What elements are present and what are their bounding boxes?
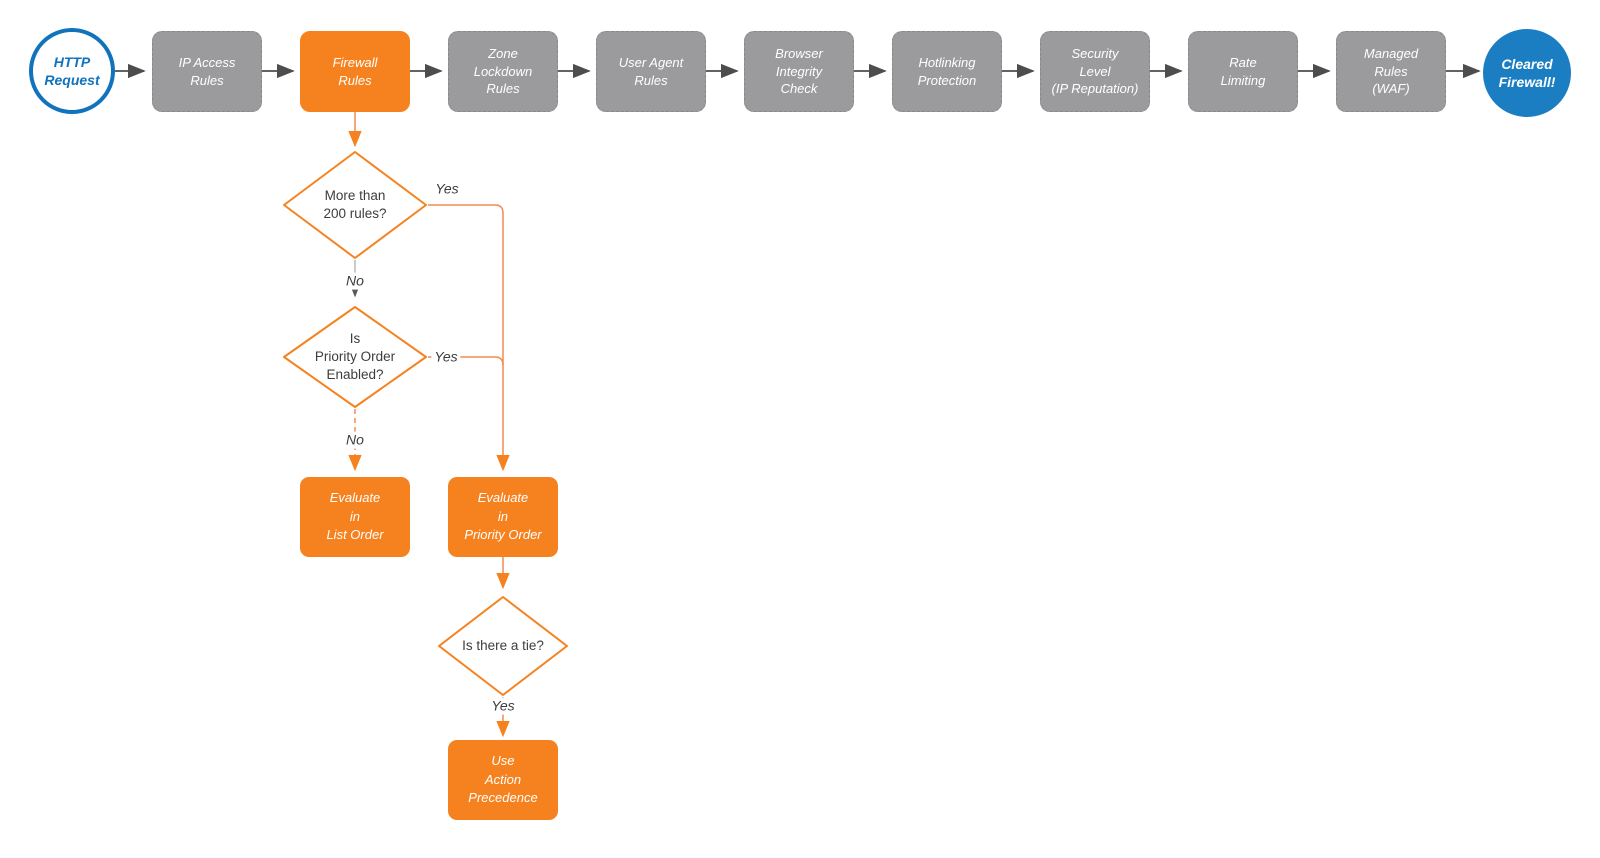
node-zone-lockdown-rules-label: Zone Lockdown Rules xyxy=(473,46,533,97)
edge-label-d1-no: No xyxy=(343,272,367,290)
node-managed-rules-waf: Managed Rules (WAF) xyxy=(1336,31,1446,112)
node-http-request-label: HTTP Request xyxy=(44,53,100,88)
action-use-action-precedence-label: Use Action Precedence xyxy=(468,752,538,806)
node-browser-integrity-check: Browser Integrity Check xyxy=(744,31,854,112)
node-security-level: Security Level (IP Reputation) xyxy=(1040,31,1150,112)
node-hotlinking-protection: Hotlinking Protection xyxy=(892,31,1002,112)
node-cleared-firewall: Cleared Firewall! xyxy=(1483,29,1571,117)
node-ip-access-rules-label: IP Access Rules xyxy=(178,54,236,88)
edge-label-d2-yes: Yes xyxy=(431,348,461,366)
node-http-request: HTTP Request xyxy=(29,28,115,114)
node-user-agent-rules-label: User Agent Rules xyxy=(618,54,684,88)
edge-label-d2-no: No xyxy=(343,431,367,449)
action-evaluate-priority-order-label: Evaluate in Priority Order xyxy=(464,489,542,543)
node-zone-lockdown-rules: Zone Lockdown Rules xyxy=(448,31,558,112)
node-rate-limiting: Rate Limiting xyxy=(1188,31,1298,112)
node-ip-access-rules: IP Access Rules xyxy=(152,31,262,112)
node-browser-integrity-check-label: Browser Integrity Check xyxy=(775,46,823,97)
decision-priority-order-enabled-label: Is Priority Order Enabled? xyxy=(314,330,396,383)
action-evaluate-list-order: Evaluate in List Order xyxy=(300,477,410,557)
node-firewall-rules: Firewall Rules xyxy=(300,31,410,112)
decision-priority-order-enabled: Is Priority Order Enabled? xyxy=(282,305,428,409)
action-evaluate-list-order-label: Evaluate in List Order xyxy=(326,489,384,543)
node-firewall-rules-label: Firewall Rules xyxy=(332,54,378,88)
action-evaluate-priority-order: Evaluate in Priority Order xyxy=(448,477,558,557)
node-security-level-label: Security Level (IP Reputation) xyxy=(1051,46,1139,97)
decision-is-there-a-tie-label: Is there a tie? xyxy=(462,637,544,653)
diamond-shape xyxy=(438,596,568,696)
edge-label-d3-yes: Yes xyxy=(488,697,518,715)
action-use-action-precedence: Use Action Precedence xyxy=(448,740,558,820)
node-user-agent-rules: User Agent Rules xyxy=(596,31,706,112)
diamond-shape xyxy=(283,151,427,259)
node-rate-limiting-label: Rate Limiting xyxy=(1220,54,1266,88)
edge-label-d1-yes: Yes xyxy=(432,180,462,198)
decision-is-there-a-tie: Is there a tie? xyxy=(437,595,569,697)
decision-more-than-200-rules: More than 200 rules? xyxy=(282,150,428,260)
node-managed-rules-waf-label: Managed Rules (WAF) xyxy=(1363,46,1419,97)
diamond-shape xyxy=(283,306,427,408)
node-hotlinking-protection-label: Hotlinking Protection xyxy=(917,54,977,88)
node-cleared-firewall-label: Cleared Firewall! xyxy=(1498,55,1556,90)
decision-more-than-200-rules-label: More than 200 rules? xyxy=(323,187,387,221)
